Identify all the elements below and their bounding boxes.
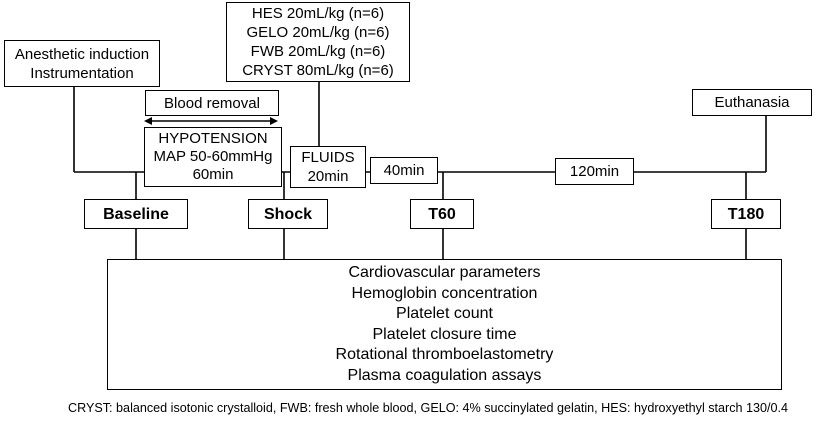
- timepoint-t60-label: T60: [428, 205, 456, 223]
- blood-removal-label: Blood removal: [164, 94, 260, 112]
- measurement-item: Platelet count: [396, 305, 493, 322]
- fluids-box: FLUIDS 20min: [290, 146, 366, 188]
- anesthesia-line-2: Instrumentation: [30, 64, 134, 82]
- timepoint-shock-label: Shock: [263, 205, 312, 223]
- anesthesia-line-1: Anesthetic induction: [14, 45, 150, 63]
- groups-box: HES 20mL/kg (n=6) GELO 20mL/kg (n=6) FWB…: [226, 2, 410, 82]
- interval-120-box: 120min: [555, 158, 634, 185]
- hypotension-line-2: MAP 50-60mmHg: [153, 148, 273, 165]
- timepoint-baseline: Baseline: [84, 199, 188, 229]
- measurements-box: Cardiovascular parameters Hemoglobin con…: [107, 259, 782, 390]
- measurement-item: Platelet closure time: [372, 325, 517, 343]
- measurement-item: Cardiovascular parameters: [348, 264, 541, 281]
- group-hes: HES 20mL/kg (n=6): [251, 5, 385, 22]
- interval-120-label: 120min: [569, 163, 620, 180]
- euthanasia-box: Euthanasia: [692, 89, 812, 116]
- measurement-item: Hemoglobin concentration: [351, 284, 538, 302]
- timepoint-shock: Shock: [248, 199, 328, 229]
- fluids-line-1: FLUIDS: [301, 149, 355, 166]
- group-cryst: CRYST 80mL/kg (n=6): [242, 62, 394, 79]
- euthanasia-label: Euthanasia: [714, 94, 790, 111]
- footnote: CRYST: balanced isotonic crystalloid, FW…: [68, 401, 789, 415]
- hypotension-box: HYPOTENSION MAP 50-60mmHg 60min: [144, 127, 282, 187]
- measurement-item: Rotational thromboelastometry: [335, 346, 554, 363]
- hypotension-line-3: 60min: [192, 166, 234, 183]
- hypotension-line-1: HYPOTENSION: [158, 130, 268, 147]
- blood-removal-arrow: [144, 117, 278, 125]
- timepoint-t180-label: T180: [727, 205, 765, 223]
- group-gelo: GELO 20mL/kg (n=6): [246, 24, 390, 41]
- measurement-item: Plasma coagulation assays: [347, 366, 542, 384]
- blood-removal-box: Blood removal: [145, 90, 279, 116]
- fluids-line-2: 20min: [307, 168, 349, 185]
- group-fwb: FWB 20mL/kg (n=6): [250, 43, 386, 60]
- anesthesia-box: Anesthetic induction Instrumentation: [4, 40, 160, 87]
- interval-40-label: 40min: [383, 162, 425, 179]
- timepoint-baseline-label: Baseline: [103, 205, 169, 223]
- timepoint-t180: T180: [711, 199, 781, 229]
- timepoint-t60: T60: [410, 199, 474, 229]
- interval-40-box: 40min: [370, 157, 438, 184]
